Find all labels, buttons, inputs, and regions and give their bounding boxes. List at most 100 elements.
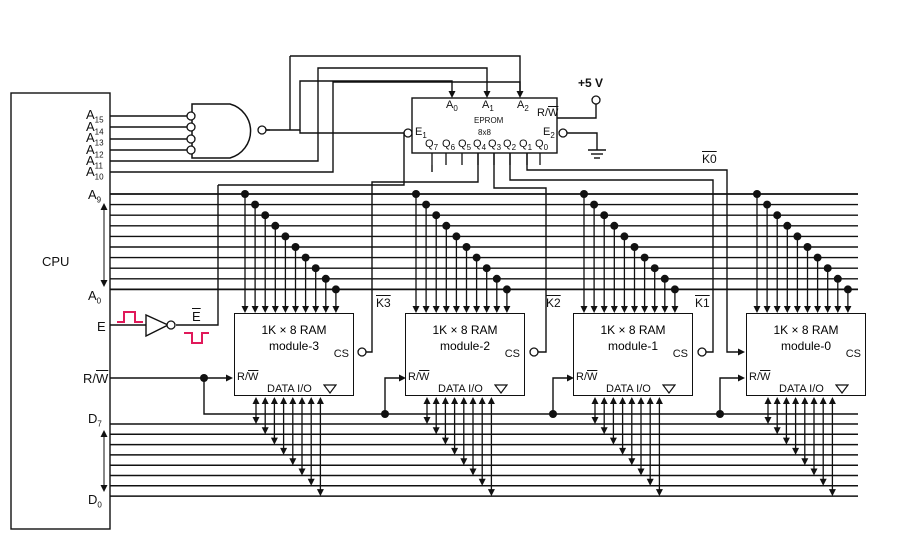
wire-a11: [110, 67, 488, 162]
address-tap-arrow: [412, 306, 420, 313]
rw-arrow-module: [399, 374, 406, 382]
eprom-pin-q2: Q2: [503, 138, 517, 153]
ram-module-type: 1K × 8 RAM: [773, 323, 839, 337]
eprom-size: 8x8: [478, 128, 491, 137]
cpu-pin-d0: D0: [88, 492, 102, 510]
ram-pin-data: DATA I/O: [606, 383, 651, 395]
data-tap-arrow-down: [451, 447, 459, 455]
ram-module-name: module-1: [607, 339, 659, 353]
eprom-pin-a0: A0: [446, 99, 458, 114]
data-tap-arrow-down: [655, 489, 663, 497]
ram-pin-cs: CS: [672, 348, 688, 360]
address-tap-arrow: [452, 306, 460, 313]
address-tap-arrow: [281, 306, 289, 313]
nand-input-bubble: [186, 111, 196, 121]
address-tap-arrow: [631, 306, 638, 313]
data-tap-arrow-down: [619, 447, 627, 455]
address-tap-arrow: [753, 306, 761, 313]
ram-pin-data: DATA I/O: [438, 383, 483, 395]
ram-module-name: module-3: [268, 339, 320, 353]
rw-branch: [552, 377, 567, 414]
data-triangle-icon: [323, 384, 337, 394]
eprom-pin-q7: Q7: [425, 138, 439, 153]
data-tap-arrow-up: [280, 397, 288, 404]
eprom-e2-bubble: [558, 128, 568, 138]
eprom-pin-q1: Q1: [519, 138, 533, 153]
data-tap-arrow-down: [828, 489, 836, 497]
cpu-label: CPU: [42, 254, 70, 269]
data-tap-arrow-up: [298, 397, 306, 404]
select-line-label-k2: K2: [546, 296, 561, 310]
address-tap-arrow: [580, 306, 588, 313]
data-tap-arrow-down: [819, 478, 827, 486]
address-tap-arrow: [590, 306, 598, 313]
data-tap-arrow-down: [792, 447, 800, 455]
data-tap-arrow-up: [423, 397, 431, 404]
data-tap-arrow-up: [646, 397, 654, 404]
e-bar-pulse-waveform: [184, 332, 209, 344]
address-tap-arrow: [322, 306, 330, 313]
e-bar-label: E: [192, 309, 201, 324]
data-tap-arrow-down: [782, 437, 790, 445]
nand-gate: [191, 103, 252, 159]
eprom-pin-rw: R/W: [537, 107, 559, 119]
data-tap-arrow-up: [451, 397, 459, 404]
eprom-e1-bubble: [403, 128, 413, 138]
data-tap-arrow-down: [298, 468, 306, 476]
cpu-box: [10, 92, 111, 530]
cpu-pin-rw: R/W: [83, 371, 109, 386]
address-tap-arrow: [661, 306, 669, 313]
ram-pin-rw: R/W: [408, 371, 430, 383]
eprom-pin-q6: Q6: [442, 138, 456, 153]
eprom-pin-a1: A1: [482, 99, 494, 114]
data-tap-arrow-up: [432, 397, 440, 404]
cpu-pin-e: E: [97, 319, 106, 334]
wire-loop-a2: [290, 55, 521, 96]
data-tap-arrow-up: [441, 397, 449, 404]
data-tap-arrow-down: [609, 437, 617, 445]
nand-input-bubble: [186, 145, 196, 155]
data-tap-arrow-down: [628, 458, 636, 466]
address-tap-arrow: [610, 306, 618, 313]
eprom-pin-a2: A2: [517, 99, 529, 114]
cpu-pin-a11: A11: [86, 153, 103, 171]
data-tap-arrow-up: [478, 397, 486, 404]
ram-pin-cs: CS: [333, 348, 349, 360]
data-tap-arrow-up: [600, 397, 608, 404]
address-tap-arrow: [473, 306, 481, 313]
data-tap-arrow-down: [261, 427, 269, 435]
data-tap-arrow-down: [591, 417, 599, 424]
data-tap-arrow-up: [637, 397, 645, 404]
data-tap-arrow-up: [828, 397, 836, 404]
cs-bubble-2: [529, 347, 539, 357]
data-tap-arrow-down: [307, 478, 315, 486]
nand-input-bubble: [186, 134, 196, 144]
supply-terminal: [591, 95, 601, 105]
data-tap-arrow-up: [773, 397, 781, 404]
rw-branch: [384, 377, 399, 414]
cs-arrow-0: [738, 348, 745, 356]
select-line-k2: [493, 153, 547, 353]
eprom-a1-arrow: [483, 91, 491, 98]
data-tap-arrow-down: [487, 489, 495, 497]
address-span-arrow-top: [100, 203, 108, 210]
data-span-arrow-top: [100, 430, 108, 437]
data-triangle-icon: [494, 384, 508, 394]
data-tap-arrow-up: [764, 397, 772, 404]
ram-pin-rw: R/W: [749, 371, 771, 383]
data-tap-arrow-down: [441, 437, 449, 445]
eprom-pin-e2: E2: [543, 126, 555, 141]
address-tap-arrow: [620, 306, 628, 313]
data-tap-arrow-down: [637, 468, 645, 476]
inverter-bubble: [166, 320, 176, 330]
data-tap-arrow-down: [316, 489, 324, 497]
address-tap-arrow: [641, 306, 649, 313]
rw-arrow-module: [567, 374, 574, 382]
data-tap-arrow-down: [801, 458, 809, 466]
eprom-pin-e1: E1: [415, 126, 427, 141]
data-tap-arrow-up: [819, 397, 827, 404]
ram-pin-data: DATA I/O: [267, 383, 312, 395]
eprom-title: EPROM: [474, 116, 504, 125]
